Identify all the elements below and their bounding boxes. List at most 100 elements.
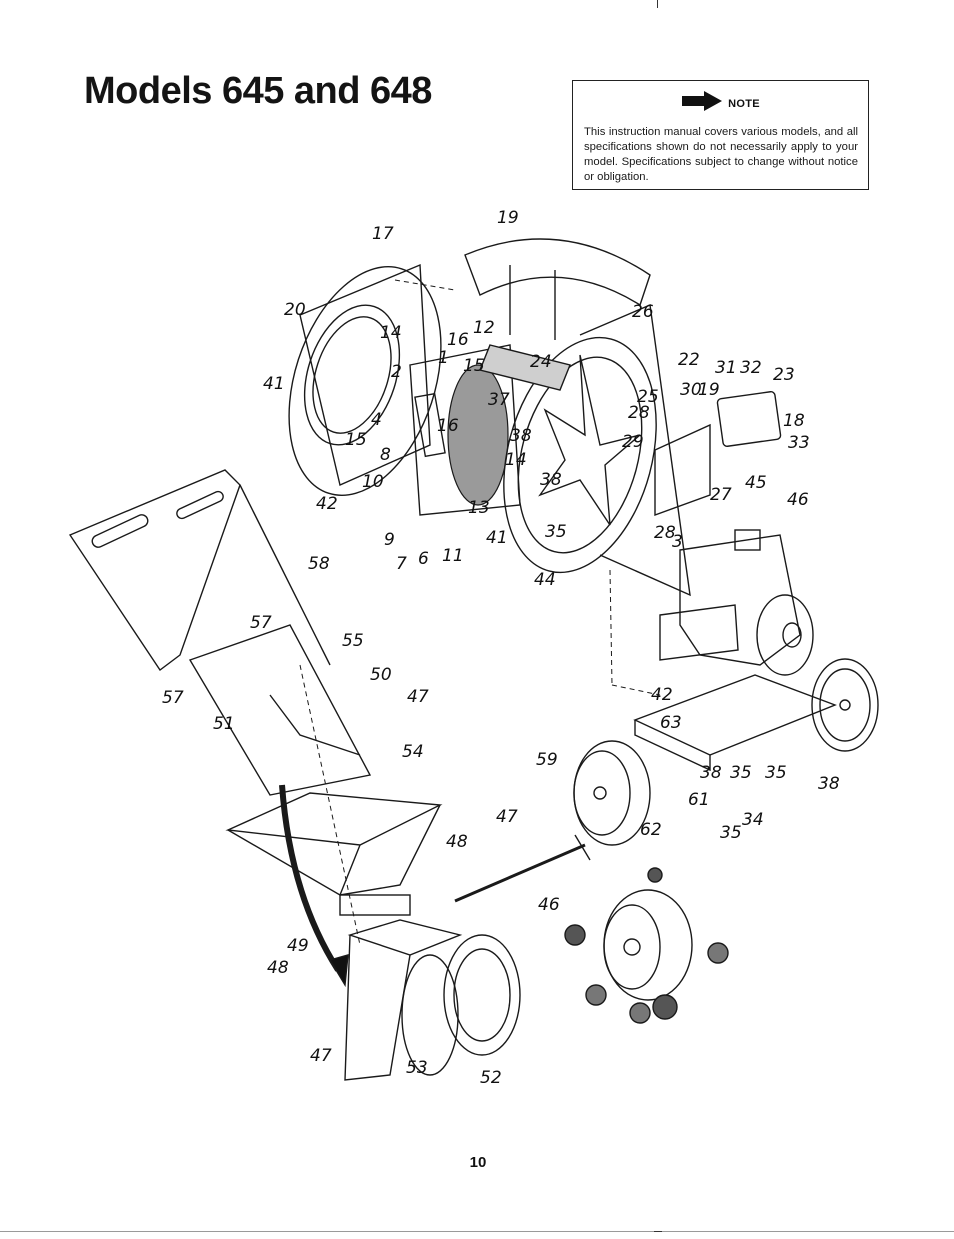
callout: 42 (651, 685, 673, 705)
callout: 31 (715, 358, 737, 378)
callout: 19 (698, 380, 720, 400)
note-header: NOTE (584, 91, 858, 116)
assembly-arrow (279, 784, 349, 988)
callout: 24 (530, 352, 552, 372)
callout: 28 (628, 403, 650, 423)
callout: 8 (380, 445, 391, 465)
engine (659, 529, 814, 676)
callout: 20 (284, 300, 306, 320)
crop-mark-bottom (654, 1231, 662, 1239)
callout: 6 (418, 549, 429, 569)
callout: 52 (480, 1068, 502, 1088)
callout: 47 (310, 1046, 332, 1066)
assembly-lines (299, 279, 661, 946)
callout: 33 (788, 433, 810, 453)
callout: 9 (384, 530, 395, 550)
callout: 53 (406, 1058, 428, 1078)
callout: 16 (447, 330, 469, 350)
bottom-rule (0, 1231, 954, 1232)
callout: 10 (362, 472, 384, 492)
callout: 59 (536, 750, 558, 770)
callout: 37 (488, 390, 510, 410)
callout: 42 (316, 494, 338, 514)
callout: 34 (742, 810, 764, 830)
callout: 29 (622, 432, 644, 452)
callout: 2 (391, 362, 402, 382)
callout: 14 (380, 323, 402, 343)
deflector-cover (464, 238, 651, 391)
callout: 35 (730, 763, 752, 783)
callout: 47 (407, 687, 429, 707)
callout: 58 (308, 554, 330, 574)
callout: 16 (437, 416, 459, 436)
callout: 1 (438, 348, 449, 368)
callout: 23 (773, 365, 795, 385)
callout: 57 (162, 688, 184, 708)
callout: 17 (372, 224, 394, 244)
callout: 48 (267, 958, 289, 978)
callout: 15 (463, 356, 485, 376)
axle (454, 834, 591, 903)
crop-mark-top (657, 0, 658, 8)
main-housing (503, 303, 691, 597)
callout: 47 (496, 807, 518, 827)
callout: 55 (342, 631, 364, 651)
callout-labels: 17 19 20 14 12 16 41 15 2 1 4 15 16 8 10… (162, 208, 840, 1088)
callout: 44 (534, 570, 556, 590)
callout: 57 (250, 613, 272, 633)
callout: 18 (783, 411, 805, 431)
callout: 11 (442, 546, 464, 566)
callout: 25 (637, 387, 659, 407)
callout: 51 (213, 714, 235, 734)
discharge-chute (654, 391, 782, 516)
hopper (225, 792, 443, 916)
callout: 50 (370, 665, 392, 685)
page-title: Models 645 and 648 (84, 70, 432, 112)
callout: 26 (632, 302, 654, 322)
callout: 4 (371, 410, 382, 430)
chute-frame (344, 919, 521, 1081)
arrow-right-icon (682, 91, 723, 116)
callout: 41 (263, 374, 285, 394)
callout: 45 (745, 473, 767, 493)
callout: 13 (468, 498, 490, 518)
callout: 62 (640, 820, 662, 840)
handle (68, 469, 331, 672)
callout: 22 (678, 350, 700, 370)
callout: 38 (510, 426, 532, 446)
callout: 19 (497, 208, 519, 228)
callout: 46 (538, 895, 560, 915)
callout: 30 (680, 380, 702, 400)
note-text: This instruction manual covers various m… (584, 126, 858, 183)
callout: 15 (345, 430, 367, 450)
callout: 32 (740, 358, 762, 378)
callout: 7 (396, 554, 407, 574)
callout: 41 (486, 528, 508, 548)
callout: 38 (700, 763, 722, 783)
hopper-bracket (188, 624, 372, 796)
callout: 63 (660, 713, 682, 733)
note-box: NOTE This instruction manual covers vari… (572, 80, 869, 190)
callout: 35 (720, 823, 742, 843)
callout: 38 (818, 774, 840, 794)
callout: 35 (765, 763, 787, 783)
callout: 35 (545, 522, 567, 542)
callout: 28 (654, 523, 676, 543)
callout: 61 (688, 790, 710, 810)
exploded-parts-diagram: 17 19 20 14 12 16 41 15 2 1 4 15 16 8 10… (0, 195, 954, 1100)
callout: 27 (710, 485, 732, 505)
chute-housing-plate (288, 263, 442, 496)
callout: 12 (473, 318, 495, 338)
left-wheel (573, 740, 651, 846)
page-number: 10 (469, 1154, 487, 1171)
note-label: NOTE (728, 97, 760, 110)
callout: 46 (787, 490, 809, 510)
callout: 38 (540, 470, 562, 490)
right-wheel (811, 658, 879, 752)
callout: 3 (672, 532, 683, 552)
callout: 14 (505, 450, 527, 470)
callout: 48 (446, 832, 468, 852)
callout: 54 (402, 742, 424, 762)
callout: 49 (287, 936, 309, 956)
optional-tire (564, 867, 729, 1024)
